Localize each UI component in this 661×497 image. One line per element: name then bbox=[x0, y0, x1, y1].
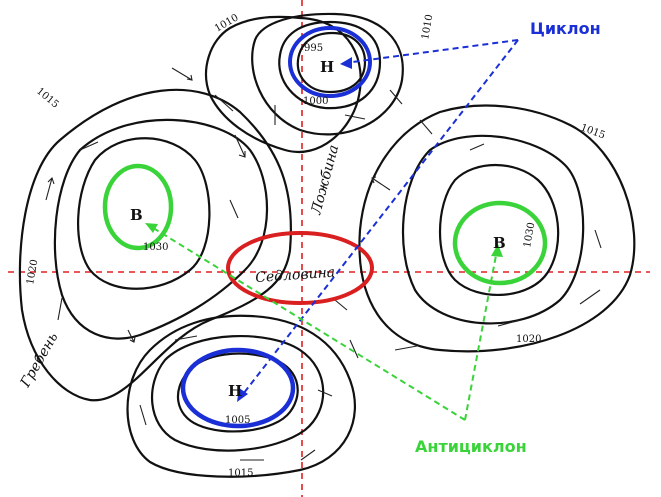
cyclone-callout-arrows bbox=[237, 39, 519, 402]
isobar-label-1015-bottom: 1015 bbox=[228, 468, 253, 479]
isobar-label-1030-right: 1030 bbox=[522, 222, 537, 249]
left-anticyclone-isobars bbox=[18, 88, 292, 402]
cyclone-bottom-highlight bbox=[180, 347, 296, 429]
isobar-label-1015-left: 1015 bbox=[34, 86, 61, 111]
anticyclone-left-highlight bbox=[102, 163, 174, 251]
isobar-label-1005: 1005 bbox=[225, 415, 250, 426]
saddle-highlight bbox=[226, 231, 374, 305]
low-center-top: Н bbox=[320, 58, 334, 76]
isobar-label-1010-right: 1010 bbox=[420, 14, 435, 41]
high-center-right: В bbox=[493, 234, 506, 252]
isobar-label-1015-right: 1015 bbox=[579, 122, 607, 141]
right-anticyclone-isobars bbox=[358, 104, 636, 353]
isobar-label-1030-left: 1030 bbox=[143, 242, 168, 253]
cyclone-top-highlight bbox=[288, 26, 372, 98]
isobar-label-1000: 1000 bbox=[303, 96, 328, 107]
anticyclone-right-highlight bbox=[452, 200, 548, 286]
high-center-left: В bbox=[130, 206, 143, 224]
wind-arrows bbox=[45, 67, 602, 461]
trough-label: Ложбина bbox=[308, 143, 342, 217]
saddle-label: Седловина bbox=[255, 265, 336, 287]
isobar-label-1020-left: 1020 bbox=[25, 259, 40, 286]
cyclone-callout-label: Циклон bbox=[530, 19, 601, 38]
isobar-label-995: 995 bbox=[304, 43, 323, 54]
bottom-cyclone-isobars bbox=[126, 314, 356, 478]
ridge-label: Гребень bbox=[17, 330, 61, 391]
low-center-bottom: Н bbox=[228, 382, 242, 400]
anticyclone-callout-label: Антициклон bbox=[415, 437, 527, 456]
top-cyclone-isobars bbox=[205, 12, 404, 153]
anticyclone-callout-arrows bbox=[145, 223, 503, 421]
isobar-label-1020-right: 1020 bbox=[516, 334, 541, 345]
